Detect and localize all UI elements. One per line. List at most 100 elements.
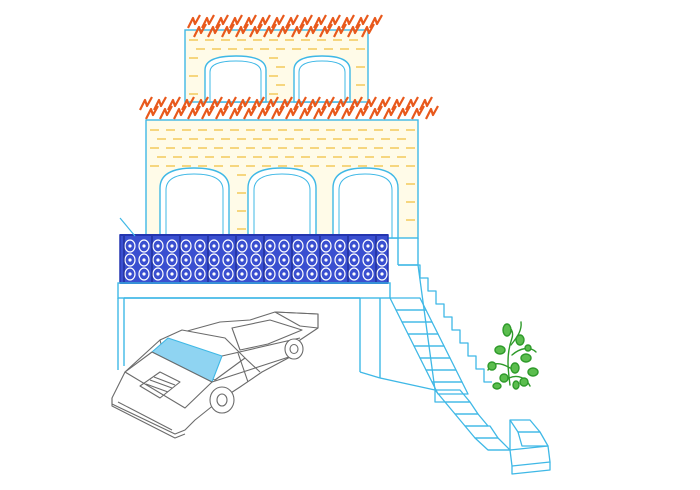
railing-motif [152, 253, 164, 267]
railing-motif [208, 239, 220, 253]
railing-motif [348, 239, 360, 253]
railing-motif [222, 267, 234, 281]
railing-dot [338, 244, 342, 248]
railing-dot [170, 258, 174, 262]
railing-motif [320, 267, 332, 281]
roof-tile-row [193, 23, 375, 38]
railing-motif [348, 253, 360, 267]
railing-dot [254, 272, 258, 276]
tile-roof-top [187, 14, 383, 38]
railing-dot [338, 258, 342, 262]
railing-dot [156, 244, 160, 248]
railing-dot [212, 258, 216, 262]
railing-motif [362, 253, 374, 267]
railing-dot [184, 258, 188, 262]
railing-motif [166, 253, 178, 267]
railing-dot [184, 244, 188, 248]
upper-window-right [293, 55, 351, 103]
railing-motif [320, 239, 332, 253]
railing-motif [306, 239, 318, 253]
railing-motif [138, 239, 150, 253]
railing-dot [198, 272, 202, 276]
railing-motif [292, 267, 304, 281]
roof-tile-row [139, 96, 433, 111]
railing-dot [170, 272, 174, 276]
railing-motif [334, 267, 346, 281]
railing-dot [366, 272, 370, 276]
railing-dot [184, 272, 188, 276]
green-shrub [487, 321, 539, 390]
railing-motif [278, 239, 290, 253]
railing-motif [236, 253, 248, 267]
railing-dot [324, 272, 328, 276]
railing-motif [208, 253, 220, 267]
railing-dot [338, 272, 342, 276]
railing-dot [324, 244, 328, 248]
railing-motif [278, 267, 290, 281]
railing-dot [240, 258, 244, 262]
railing-motif [376, 239, 388, 253]
upper-window-left [204, 55, 267, 103]
railing-dot [240, 244, 244, 248]
railing-dot [198, 258, 202, 262]
railing-motif [320, 253, 332, 267]
lower-window-1 [159, 167, 230, 239]
railing-motif [194, 239, 206, 253]
railing-dot [352, 258, 356, 262]
railing-motif [292, 253, 304, 267]
railing-motif [180, 267, 192, 281]
lower-wall-bricks [150, 129, 415, 230]
railing-motif [194, 253, 206, 267]
railing-dot [268, 272, 272, 276]
railing-dot [324, 258, 328, 262]
railing-motif [306, 267, 318, 281]
railing-dot [380, 258, 384, 262]
railing-motif [124, 239, 136, 253]
railing-motif [334, 239, 346, 253]
railing-motif [236, 267, 248, 281]
car-wheel-front [209, 386, 235, 414]
railing-dot [352, 244, 356, 248]
roof-tile-row [187, 14, 383, 29]
railing-motif [138, 253, 150, 267]
railing-motif [222, 253, 234, 267]
parked-car [111, 311, 319, 439]
stair-base [511, 462, 551, 475]
stair-right-profile [398, 264, 492, 383]
railing-motif [250, 239, 262, 253]
railing-motif [292, 239, 304, 253]
railing-motif [194, 267, 206, 281]
railing-motif [264, 253, 276, 267]
railing-dot [296, 272, 300, 276]
railing-dot [226, 272, 230, 276]
railing-dot [212, 244, 216, 248]
railing-motif [152, 239, 164, 253]
railing-dot [352, 272, 356, 276]
railing-dot [142, 244, 146, 248]
tile-roof-lower [139, 96, 439, 120]
upper-wall-bricks [189, 39, 365, 95]
railing-dot [296, 244, 300, 248]
railing-motif [250, 267, 262, 281]
railing-motif [124, 267, 136, 281]
railing-dot [268, 244, 272, 248]
railing-motif [348, 267, 360, 281]
railing-dot [310, 244, 314, 248]
railing-dot [380, 244, 384, 248]
railing-motif [376, 253, 388, 267]
railing-motif [222, 239, 234, 253]
railing-motif [180, 239, 192, 253]
roof-tile-row [145, 105, 439, 120]
railing-dot [156, 258, 160, 262]
railing-motif [138, 267, 150, 281]
railing-dot [282, 258, 286, 262]
railing-motif [166, 239, 178, 253]
railing-dot [240, 272, 244, 276]
stair-landing [488, 420, 511, 451]
railing-dot [268, 258, 272, 262]
railing-dot [128, 244, 132, 248]
staircase [379, 264, 551, 475]
railing-dot [212, 272, 216, 276]
railing-dot [142, 258, 146, 262]
lower-arched-windows [159, 167, 399, 239]
